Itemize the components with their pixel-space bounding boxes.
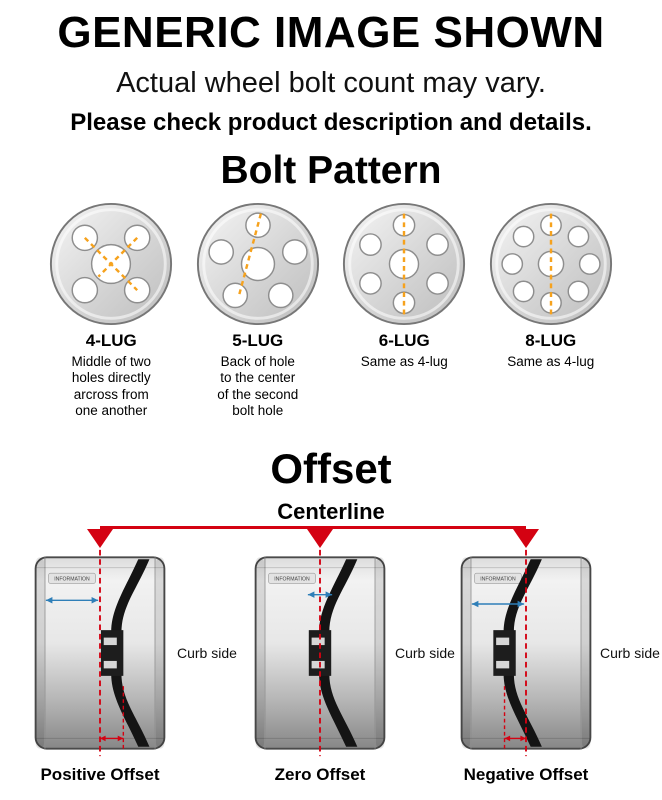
offset-section: Offset Centerline INFORMATION bbox=[0, 445, 662, 800]
subtitle: Actual wheel bolt count may vary. bbox=[116, 67, 546, 99]
centerline-label: Centerline bbox=[277, 499, 385, 524]
lug-8-wheel-icon bbox=[489, 202, 612, 326]
lug-6-column: 6-LUG Same as 4-lug bbox=[331, 201, 478, 420]
centerline-arrow-negative bbox=[513, 529, 539, 548]
offset-title: Offset bbox=[270, 445, 392, 492]
centerline-arrow-zero bbox=[307, 529, 333, 548]
lug-8-name: 8-LUG bbox=[525, 331, 577, 350]
lug-4-description: Middle of two holes directly arcross fro… bbox=[71, 354, 152, 419]
lug-4-name: 4-LUG bbox=[85, 331, 137, 350]
lug-4-wheel-icon bbox=[50, 202, 173, 326]
positive-offset-wheel-diagram: INFORMATION bbox=[34, 549, 166, 757]
lug-row: 4-LUG Middle of two holes directly arcro… bbox=[38, 201, 624, 420]
lug-5-name: 5-LUG bbox=[232, 331, 284, 350]
lug-6-wheel-icon bbox=[343, 202, 466, 326]
negative-offset-label: Negative Offset bbox=[463, 765, 589, 784]
zero-offset-wheel-diagram: INFORMATION bbox=[254, 549, 386, 757]
curb-side-label-zero: Curb side bbox=[395, 645, 455, 661]
zero-offset-label: Zero Offset bbox=[274, 765, 366, 784]
lug-6-name: 6-LUG bbox=[378, 331, 430, 350]
lug-5-column: 5-LUG Back of hole to the center of the … bbox=[185, 201, 332, 420]
wheel-stamp-text: INFORMATION bbox=[480, 577, 516, 583]
note: Please check product description and det… bbox=[70, 109, 592, 136]
curb-side-label-negative: Curb side bbox=[600, 645, 660, 661]
lug-8-column: 8-LUG Same as 4-lug bbox=[478, 201, 625, 420]
main-title: GENERIC IMAGE SHOWN bbox=[57, 8, 605, 57]
lug-6-description: Same as 4-lug bbox=[360, 354, 448, 369]
negative-offset-wheel-diagram: INFORMATION bbox=[460, 549, 592, 757]
centerline-bar bbox=[100, 526, 526, 529]
bolt-pattern-title: Bolt Pattern bbox=[220, 149, 442, 192]
lug-5-wheel-icon bbox=[196, 202, 319, 326]
centerline-arrow-positive bbox=[87, 529, 113, 548]
wheel-stamp-text: INFORMATION bbox=[274, 577, 310, 583]
lug-5-description: Back of hole to the center of the second… bbox=[217, 354, 299, 419]
wheel-stamp-text: INFORMATION bbox=[54, 577, 90, 583]
positive-offset-label: Positive Offset bbox=[40, 765, 160, 784]
lug-8-description: Same as 4-lug bbox=[507, 354, 595, 369]
curb-side-label-positive: Curb side bbox=[177, 645, 237, 661]
lug-4-column: 4-LUG Middle of two holes directly arcro… bbox=[38, 201, 185, 420]
